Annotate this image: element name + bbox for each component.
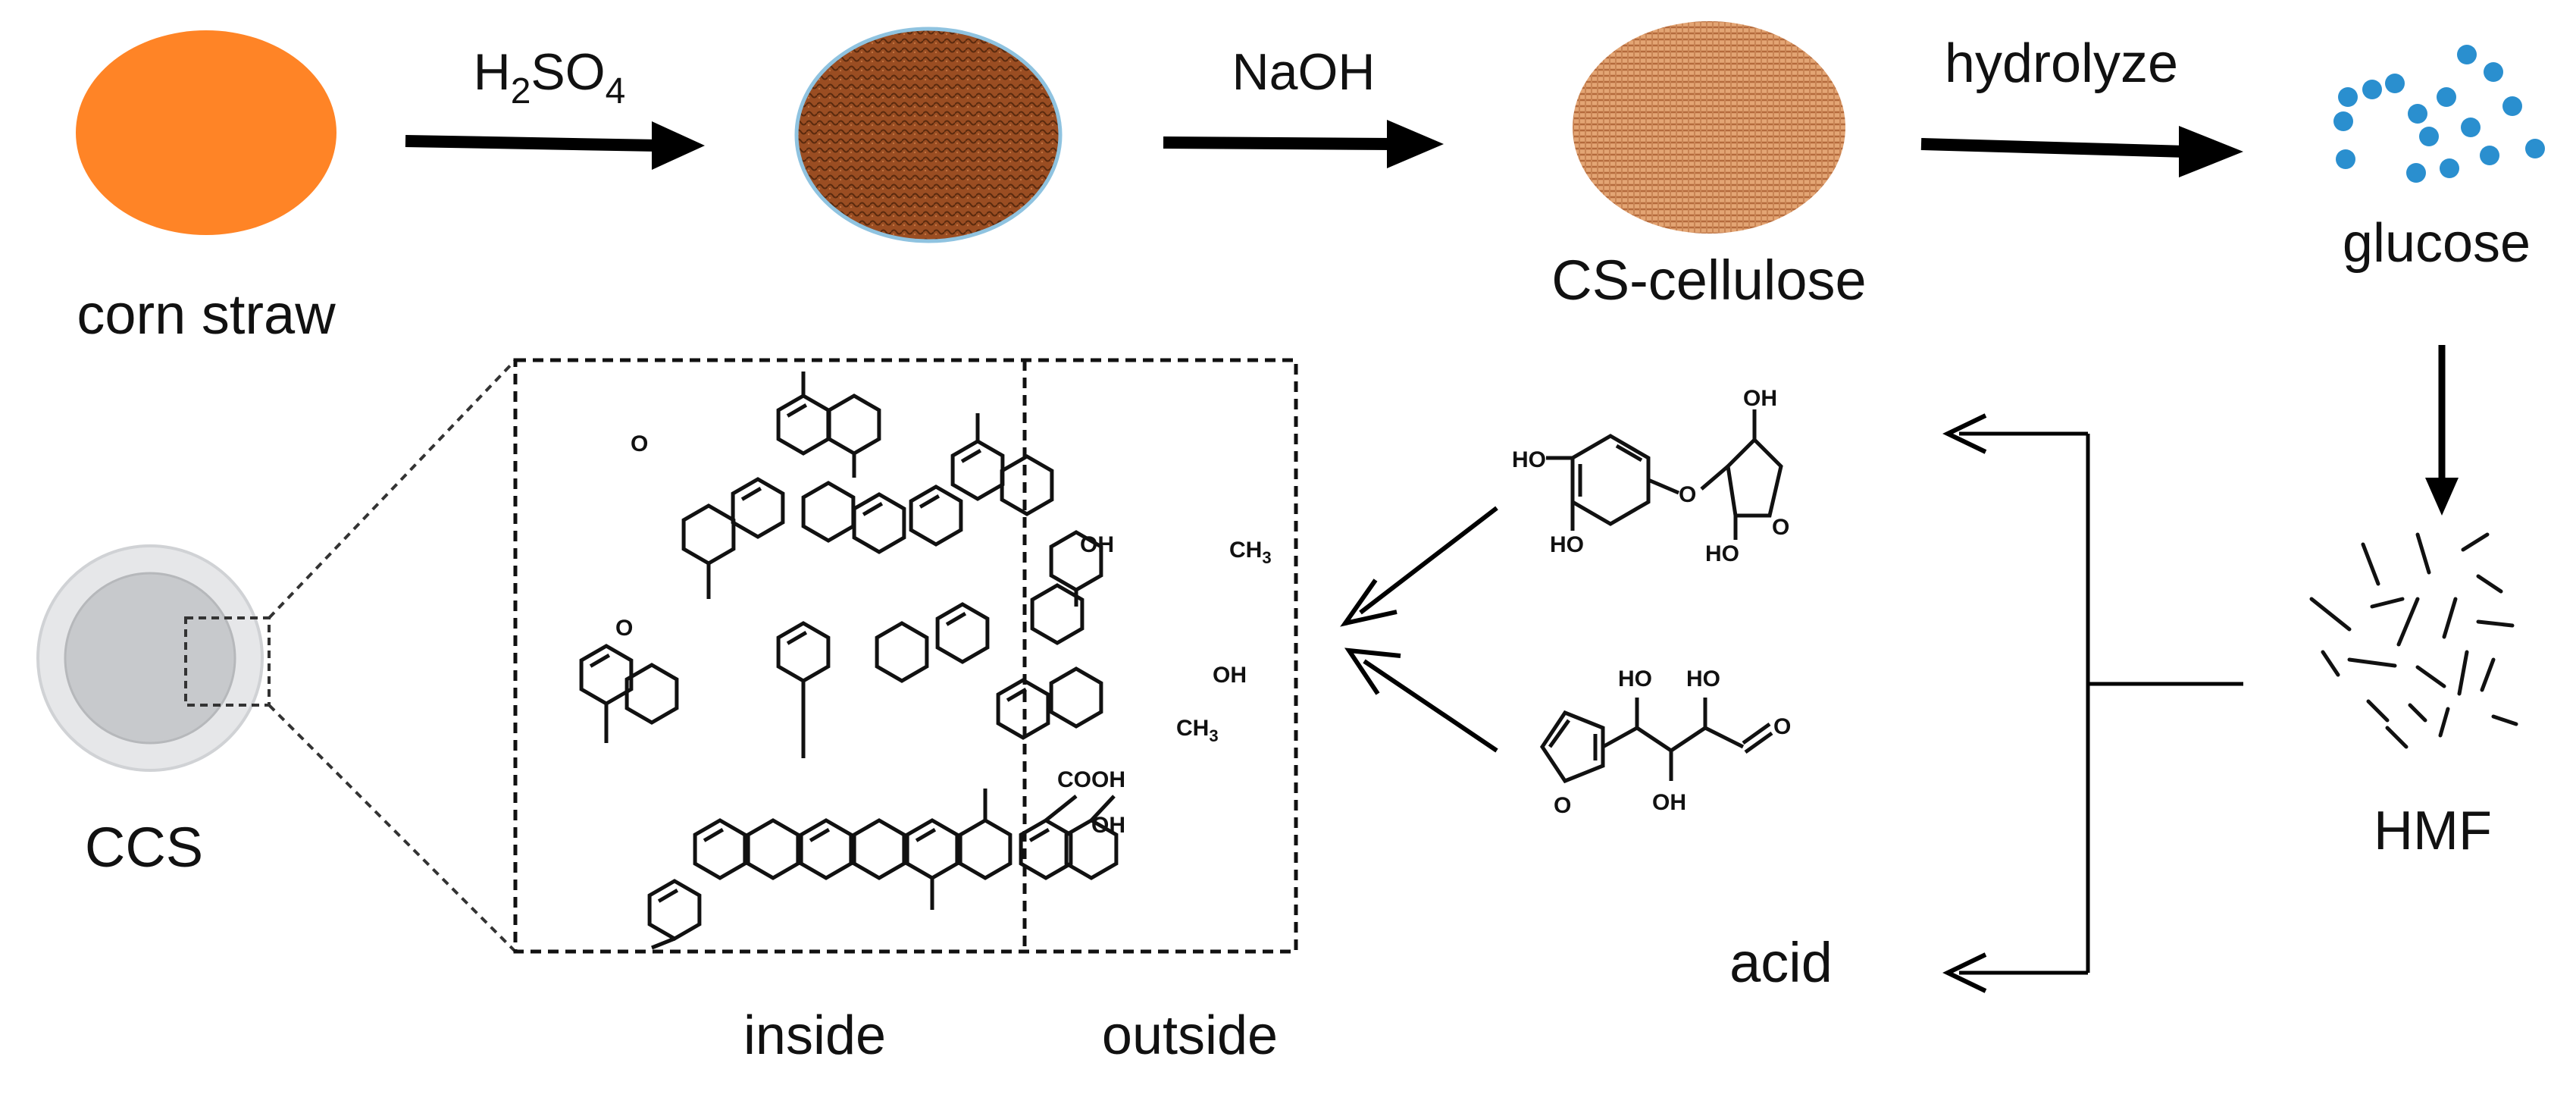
double-bond: [786, 403, 808, 418]
double-bond: [589, 654, 611, 668]
furan-labels: HO HO OH O O: [1554, 666, 1791, 818]
ccs-structure-box: [513, 358, 1298, 954]
sugar-ether-labels: HO HO O OH HO O: [1512, 386, 1789, 566]
double-bond: [915, 828, 937, 842]
hmf-crystals: [2309, 532, 2518, 749]
reagent-naoh-label: NaOH: [1232, 43, 1376, 101]
glucose-label: glucose: [2343, 213, 2531, 274]
hydrolysis-arrow: [1920, 126, 2243, 177]
oh-label-2: OH: [1213, 663, 1247, 688]
ho-label-a: HO: [1512, 447, 1546, 472]
aromatic-ring: [731, 477, 785, 539]
aromatic-ring: [950, 439, 1005, 501]
aromatic-ring: [799, 818, 853, 880]
inside-label: inside: [743, 1005, 886, 1066]
ho-label-b: HO: [1550, 532, 1584, 557]
aromatic-ring: [852, 492, 906, 554]
ho-label-d: HO: [1618, 666, 1652, 691]
aromatic-ring: [827, 394, 881, 456]
o-label-a: O: [1679, 482, 1696, 507]
aromatic-ring: [693, 818, 747, 880]
oh-label-1: OH: [1080, 532, 1114, 557]
aromatic-ring: [1030, 583, 1085, 645]
glucose-to-hmf-arrow: [2425, 345, 2459, 516]
double-bond: [809, 828, 831, 842]
o-label-2: O: [615, 616, 633, 641]
aromatic-ring: [1049, 666, 1103, 729]
molecule-to-ccs-arrows: [1340, 506, 1498, 753]
o-label-b: O: [1772, 515, 1789, 540]
o-label-d: O: [1773, 714, 1791, 739]
double-bond: [862, 502, 884, 516]
aromatic-ring: [852, 818, 906, 880]
sugar-ether-molecule: [1546, 409, 1783, 540]
aromatic-ring: [624, 663, 679, 725]
corn-straw-label: corn straw: [77, 283, 336, 346]
oh-label-e: OH: [1652, 790, 1686, 815]
aromatic-ring: [958, 818, 1013, 880]
outside-label: outside: [1102, 1005, 1278, 1066]
aromatic-ring: [996, 678, 1050, 740]
cs-cellulose-label: CS-cellulose: [1551, 249, 1866, 312]
ccs-carbon-structure: [579, 372, 1119, 950]
aromatic-ring: [801, 481, 856, 543]
aromatic-ring: [647, 879, 702, 941]
aromatic-ring: [1019, 818, 1073, 880]
acid-treatment-arrow: [405, 121, 705, 170]
ccs-particle: [36, 544, 271, 772]
aromatic-ring: [776, 621, 831, 683]
aromatic-ring: [746, 818, 800, 880]
ch3-label-2: CH3: [1176, 716, 1219, 745]
cooh-label: COOH: [1057, 767, 1125, 792]
glucose-dots: [2333, 45, 2545, 183]
double-bond: [945, 612, 967, 626]
aromatic-ring: [905, 818, 959, 880]
oh-label-3: OH: [1091, 813, 1125, 838]
o-label-1: O: [631, 431, 648, 456]
double-bond: [740, 487, 762, 501]
ho-label-c: HO: [1705, 541, 1739, 566]
aromatic-ring: [935, 602, 990, 664]
bond: [651, 936, 675, 950]
double-bond: [919, 494, 941, 509]
double-bond: [786, 631, 808, 645]
reagent-hydrolyze-label: hydrolyze: [1945, 33, 2178, 94]
double-bond: [960, 449, 982, 463]
alkali-treatment-arrow: [1163, 120, 1444, 168]
bond: [1044, 795, 1078, 822]
ccs-label: CCS: [85, 816, 203, 879]
double-bond: [703, 828, 725, 842]
bond: [1090, 795, 1116, 822]
double-bond: [1006, 688, 1028, 702]
aromatic-ring: [681, 503, 736, 566]
acid-label: acid: [1729, 931, 1833, 994]
aromatic-ring: [1000, 454, 1054, 516]
aromatic-ring: [875, 621, 929, 683]
reagent-h2so4-label: H2SO4: [474, 43, 626, 111]
hmf-label: HMF: [2374, 801, 2492, 861]
aromatic-ring: [579, 644, 634, 706]
aromatic-ring: [776, 394, 831, 456]
o-label-c: O: [1554, 793, 1571, 818]
zoom-lines: [268, 359, 517, 953]
aromatic-ring: [909, 484, 963, 547]
treated-straw-disc: [794, 27, 1063, 243]
furan-molecule: [1539, 698, 1773, 784]
cs-cellulose-disc: [1573, 21, 1845, 234]
aromatic-ring: [1064, 818, 1119, 880]
ho-label-e: HO: [1686, 666, 1720, 691]
ccs-structure-labels: OH CH3 OH CH3 COOH OH O O: [615, 431, 1272, 838]
double-bond: [1028, 828, 1050, 842]
double-bond: [657, 889, 679, 903]
corn-straw-disc: [76, 30, 336, 235]
oh-label-a: OH: [1743, 386, 1777, 411]
ch3-label-1: CH3: [1229, 538, 1272, 567]
hmf-branch-connector: [1942, 413, 2243, 993]
